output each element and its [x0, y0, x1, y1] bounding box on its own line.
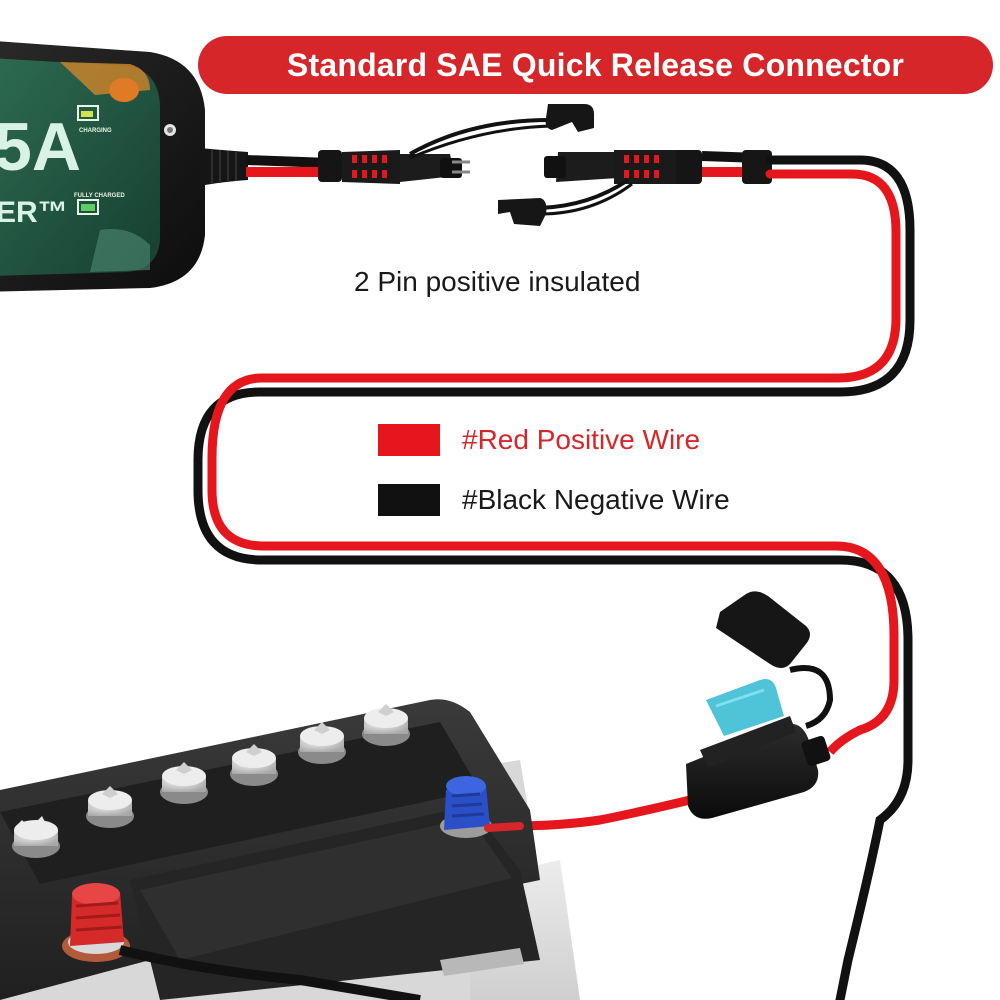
status-led — [109, 78, 139, 102]
legend-item-positive: #Red Positive Wire — [378, 420, 730, 460]
positive-wire — [207, 169, 901, 735]
dust-cap-top — [545, 104, 594, 132]
extension-cable — [193, 155, 915, 1000]
title-banner: Standard SAE Quick Release Connector — [198, 36, 993, 94]
banner-title: Standard SAE Quick Release Connector — [286, 46, 905, 83]
legend-item-negative: #Black Negative Wire — [378, 480, 730, 520]
legend-swatch-black — [378, 484, 440, 516]
full-battery-icon — [77, 199, 99, 215]
positive-terminal — [62, 883, 421, 1000]
battery-charger: 5A ER™ CHARGING FULLY CHARGED — [0, 41, 248, 292]
connector-caption: 2 Pin positive insulated — [354, 266, 641, 297]
inline-fuse-holder — [505, 591, 863, 831]
charging-battery-icon — [77, 105, 99, 121]
fuse-cover-cap — [716, 591, 810, 668]
charger-brand-text: ER™ — [0, 196, 68, 229]
dust-cap-bottom — [498, 198, 547, 226]
negative-terminal — [440, 776, 524, 838]
negative-wire — [193, 155, 915, 1000]
charging-label: CHARGING — [79, 128, 112, 134]
cord-strain-relief — [200, 148, 248, 186]
sae-plug-right — [556, 152, 618, 182]
legend-label-negative: #Black Negative Wire — [462, 484, 730, 515]
charger-lead — [245, 104, 594, 184]
fuse-holder-body — [686, 723, 819, 819]
charger-display — [0, 58, 160, 276]
car-battery — [0, 699, 580, 1000]
charger-amp-text: 5A — [0, 109, 81, 185]
legend-label-positive: #Red Positive Wire — [462, 424, 701, 455]
full-charged-label: FULLY CHARGED — [74, 193, 125, 199]
legend-swatch-red — [378, 424, 440, 456]
extension-connector — [498, 150, 772, 226]
wire-legend: #Red Positive Wire #Black Negative Wire — [378, 420, 730, 540]
cell-vent-caps — [12, 704, 410, 858]
blade-fuse — [706, 679, 784, 736]
